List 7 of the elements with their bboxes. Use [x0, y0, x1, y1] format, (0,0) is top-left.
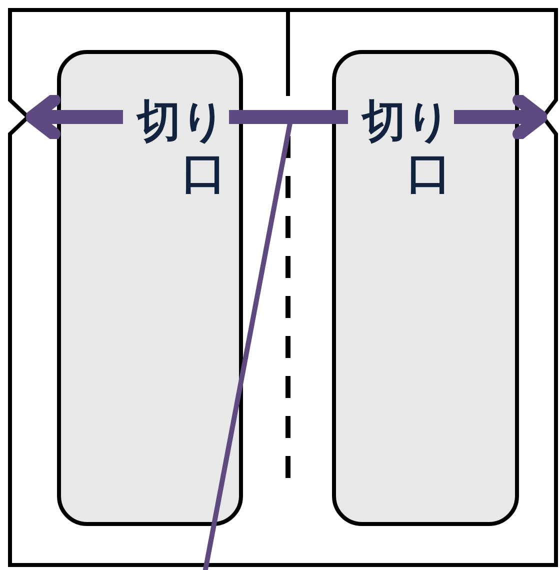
connector-line	[229, 110, 348, 124]
notch-label: 切り口	[126, 96, 226, 200]
arrow	[26, 94, 123, 140]
blister-pocket	[57, 50, 243, 526]
arrow	[454, 94, 548, 140]
notch-label: 切り口	[351, 96, 451, 200]
blister-pocket	[332, 50, 519, 526]
